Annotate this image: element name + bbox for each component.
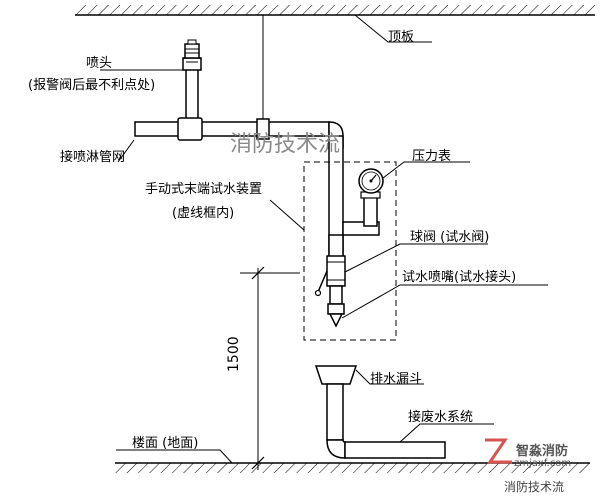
device-note-label: (虚线框内) — [172, 206, 235, 221]
floor-label: 楼面 (地面) — [132, 436, 199, 451]
sprinkler-head-icon — [184, 39, 200, 59]
watermark-center-text: 消防技术流 — [230, 132, 341, 157]
test-nozzle-icon — [327, 285, 345, 328]
device-title-label: 手动式末端试水装置 — [145, 182, 263, 197]
pressure-gauge-leader — [382, 161, 470, 179]
waste-system-leader — [399, 423, 494, 443]
waste-system-label: 接废水系统 — [408, 410, 474, 425]
sprinkler-network-label: 接喷淋管网 — [60, 150, 126, 165]
ball-valve-label: 球阀 (试水阀) — [410, 230, 490, 245]
drain-funnel-leader — [355, 369, 424, 385]
floor-leader — [116, 449, 233, 464]
sprinkler-riser — [182, 57, 202, 125]
sprinkler-network-leader — [117, 139, 135, 163]
waste-water-pipe — [326, 383, 446, 459]
lower-riser-pipe — [328, 234, 344, 258]
logo-mark-icon — [485, 438, 512, 464]
height-dimension-line — [240, 266, 300, 470]
gauge-branch — [342, 191, 381, 236]
device-box-leader — [269, 199, 305, 231]
pressure-gauge-label: 压力表 — [412, 149, 452, 164]
test-device-dashed-box — [303, 161, 397, 341]
drain-funnel-icon — [314, 365, 358, 385]
horizontal-supply-pipe — [134, 117, 330, 141]
ball-valve-leader — [344, 243, 488, 273]
ceiling-label: 顶板 — [388, 30, 415, 45]
sprinkler-head-label: 喷头 — [86, 56, 113, 71]
test-nozzle-leader — [341, 284, 548, 319]
ball-valve-icon — [314, 255, 346, 297]
sprinkler-note-label: (报警阀后最不利点处) — [28, 78, 156, 93]
watermark-logo-name: 智淼消防 — [516, 444, 569, 459]
watermark-footer-text: 消防技术流 — [504, 480, 565, 494]
ceiling-slab — [75, 5, 595, 16]
watermark-logo-url: zmjaxf.com — [514, 458, 572, 469]
test-nozzle-label: 试水喷嘴(试水接头) — [402, 270, 517, 285]
ceiling-leader-line — [354, 14, 432, 43]
pressure-gauge-icon — [358, 168, 384, 194]
dimension-value: 1500 — [226, 336, 242, 372]
drain-funnel-label: 排水漏斗 — [370, 372, 423, 387]
